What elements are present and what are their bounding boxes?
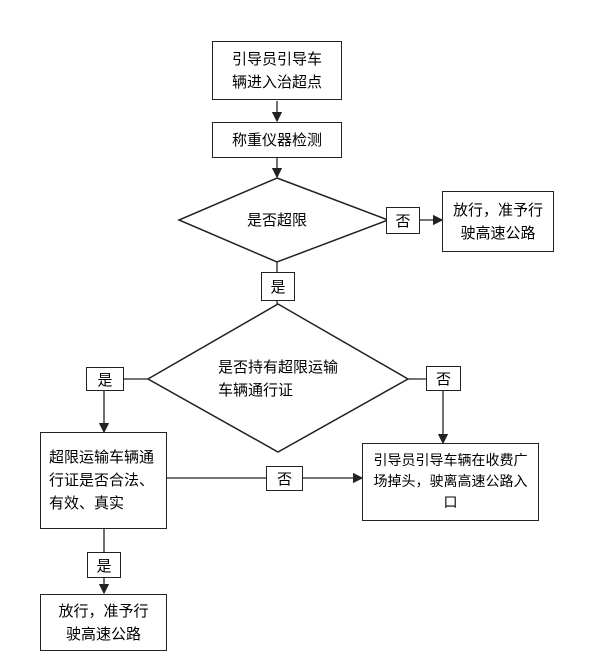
- label-overlimit-no-text: 否: [395, 212, 411, 230]
- label-permit-yes: 是: [86, 367, 124, 391]
- decision-overlimit-text: 是否超限: [246, 210, 307, 229]
- decision-permit-text: 是否持有超限运输车辆通行证: [218, 358, 339, 399]
- label-permit-yes-text: 是: [97, 370, 113, 389]
- decision-overlimit: 是否超限: [219, 208, 335, 232]
- node-guide-in-text: 引导员引导车辆进入治超点: [231, 49, 322, 91]
- node-release-bottom-text: 放行，准予行驶高速公路: [58, 601, 149, 643]
- node-release-top-text: 放行，准予行驶高速公路: [452, 200, 543, 242]
- label-permit-no-text: 否: [435, 370, 451, 388]
- node-guide-out-text: 引导员引导车辆在收费广场掉头，驶离高速公路入口: [373, 452, 528, 511]
- decision-permit-shape: [146, 303, 410, 453]
- label-valid-no: 否: [266, 466, 303, 491]
- label-valid-yes: 是: [87, 552, 121, 578]
- decision-permit: 是否持有超限运输车辆通行证: [209, 343, 347, 415]
- node-weigh-text: 称重仪器检测: [231, 130, 322, 149]
- node-release-bottom: 放行，准予行驶高速公路: [40, 594, 167, 651]
- node-permit-valid: 超限运输车辆通行证是否合法、有效、真实: [40, 432, 167, 529]
- label-overlimit-no: 否: [386, 207, 420, 234]
- label-overlimit-yes-text: 是: [270, 278, 286, 296]
- label-valid-no-text: 否: [276, 470, 292, 488]
- label-overlimit-yes: 是: [261, 272, 295, 301]
- node-guide-in: 引导员引导车辆进入治超点: [212, 41, 342, 100]
- node-permit-valid-text: 超限运输车辆通行证是否合法、有效、真实: [49, 448, 155, 512]
- node-weigh: 称重仪器检测: [212, 122, 342, 158]
- node-guide-out: 引导员引导车辆在收费广场掉头，驶离高速公路入口: [362, 443, 539, 521]
- label-valid-yes-text: 是: [96, 556, 112, 575]
- node-release-top: 放行，准予行驶高速公路: [442, 191, 554, 252]
- label-permit-no: 否: [426, 366, 461, 391]
